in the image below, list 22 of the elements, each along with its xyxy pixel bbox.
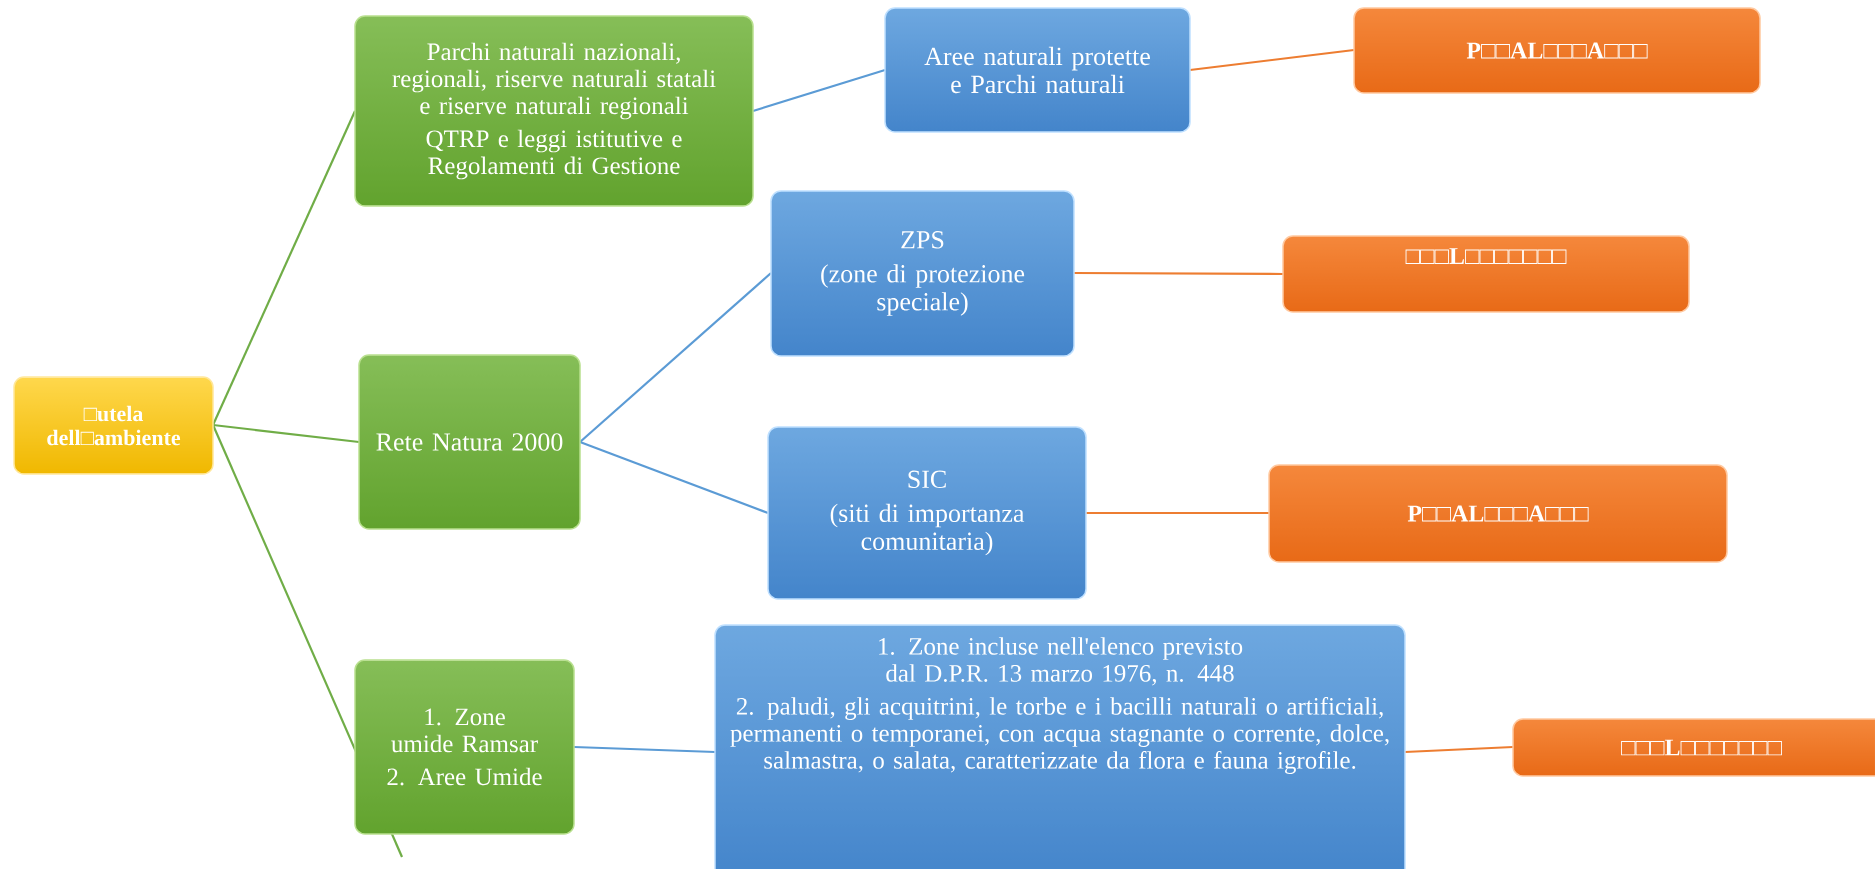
connector-line — [212, 423, 360, 444]
connector-line — [573, 745, 716, 754]
category-box: 1. Zone umide Ramsar 2. Aree Umide — [354, 659, 575, 835]
label-box: P□□AL□□□A□□□ — [1353, 7, 1761, 94]
description-box: SIC (siti di importanza comunitaria) — [767, 426, 1087, 600]
description-box: Aree naturali protette e Parchi naturali — [884, 7, 1191, 133]
description-box: ZPS (zone di protezione speciale) — [770, 190, 1075, 357]
connector-line — [1086, 511, 1269, 515]
connector-line — [212, 110, 356, 426]
category-box: Parchi naturali nazionali, regionali, riserve naturali statali e riserve naturali regionali QTRP e leggi istitutive e Regolamenti di Gestione — [354, 15, 754, 207]
label-box: □□□L□□□□□□□ — [1282, 235, 1690, 313]
label-box: P□□AL□□□A□□□ — [1268, 464, 1728, 563]
connector-line — [1404, 745, 1514, 754]
connector-line — [579, 272, 772, 443]
connector-line — [579, 440, 769, 515]
topic-box: □utela dell□ambiente — [13, 376, 214, 475]
connector-line — [1189, 48, 1355, 72]
category-box: Rete Natura 2000 — [358, 354, 581, 530]
description-box: 1. Zone incluse nell'elenco previsto dal D.P.R. 13 marzo 1976, n. 448 2. paludi, gli acquitrini, le torbe e i bacilli naturali o artificiali, permanenti o temporanei, con acqua stagnante o corrente, dolce, salmastra, o salata, caratterizzate da flora e fauna igrofile. — [714, 624, 1406, 869]
label-box: □□□L□□□□□□□ — [1512, 718, 1875, 777]
connector-line — [1074, 271, 1283, 276]
connector-line — [752, 68, 886, 113]
